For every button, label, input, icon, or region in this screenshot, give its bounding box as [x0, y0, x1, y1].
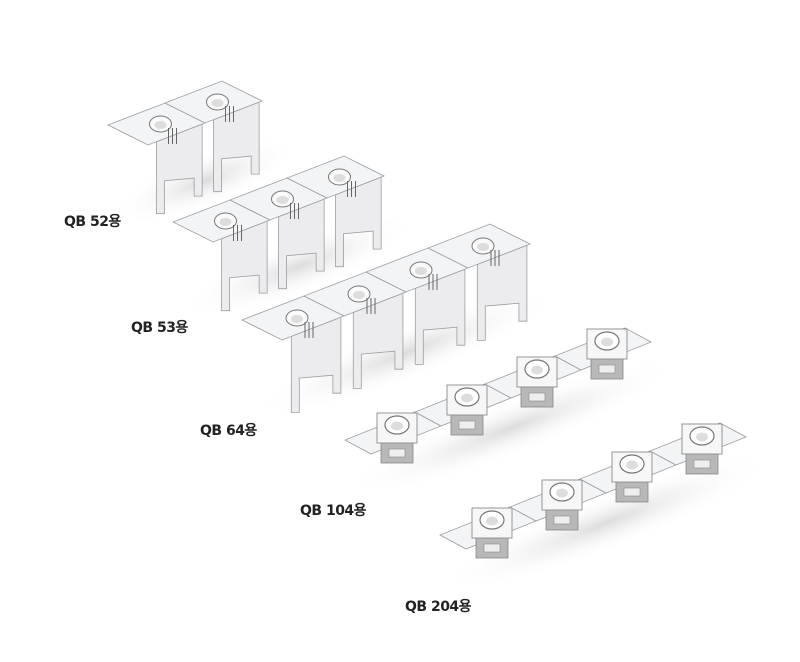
screw-hole-inner — [696, 432, 708, 442]
screw-hole-inner — [461, 393, 473, 403]
cover-unit — [303, 271, 407, 389]
front-panel — [221, 220, 268, 312]
product-qb52 — [107, 80, 297, 225]
shadow — [180, 214, 417, 319]
base-window — [553, 515, 571, 525]
front-panel — [414, 268, 466, 365]
label-qb204: QB 204용 — [405, 599, 472, 615]
label-qb64: QB 64용 — [200, 423, 257, 439]
cover-unit — [365, 247, 469, 365]
label-qb104: QB 104용 — [300, 503, 367, 519]
base-window — [388, 448, 406, 458]
cover-unit — [344, 411, 442, 464]
front-panel — [156, 123, 203, 215]
cover-unit — [579, 450, 677, 503]
front-panel — [352, 292, 404, 389]
label-qb53: QB 53용 — [131, 320, 188, 336]
base-window — [598, 364, 616, 374]
cover-unit — [107, 102, 206, 215]
screw-hole-inner — [415, 267, 427, 275]
product-qb104 — [342, 327, 680, 498]
product-qb64 — [241, 223, 560, 418]
product-qb204 — [437, 422, 775, 593]
base-window — [528, 392, 546, 402]
screw-hole-inner — [626, 460, 638, 470]
front-panel — [290, 316, 342, 413]
screw-hole-inner — [219, 218, 232, 226]
front-panel — [476, 244, 528, 341]
screw-hole-inner — [154, 121, 167, 129]
base-window — [458, 420, 476, 430]
base-window — [483, 543, 501, 553]
screw-hole-inner — [601, 337, 613, 347]
screw-hole-inner — [531, 365, 543, 375]
screw-hole-inner — [353, 291, 365, 299]
screw-hole-inner — [477, 243, 489, 251]
cover-unit — [509, 478, 607, 531]
cover-unit — [164, 80, 263, 193]
cover-unit — [554, 327, 652, 380]
screw-hole-inner — [556, 488, 568, 498]
front-panel — [278, 198, 325, 290]
screw-hole-inner — [276, 196, 289, 204]
base-window — [693, 459, 711, 469]
cover-unit — [439, 506, 537, 559]
label-qb52: QB 52용 — [64, 214, 121, 230]
cover-unit — [286, 155, 385, 268]
cover-unit — [414, 383, 512, 436]
cover-unit — [229, 177, 328, 290]
screw-hole-inner — [391, 421, 403, 431]
front-panel — [335, 176, 382, 268]
cover-unit — [649, 422, 747, 475]
screw-hole-inner — [333, 174, 346, 182]
product-qb53 — [172, 155, 417, 319]
screw-hole-inner — [211, 99, 224, 107]
front-panel — [213, 101, 260, 193]
cover-unit — [427, 223, 531, 341]
screw-hole-inner — [291, 315, 303, 323]
screw-hole-inner — [486, 516, 498, 526]
shadow — [437, 453, 775, 593]
base-window — [623, 487, 641, 497]
cover-unit — [484, 355, 582, 408]
shadow — [342, 358, 680, 498]
